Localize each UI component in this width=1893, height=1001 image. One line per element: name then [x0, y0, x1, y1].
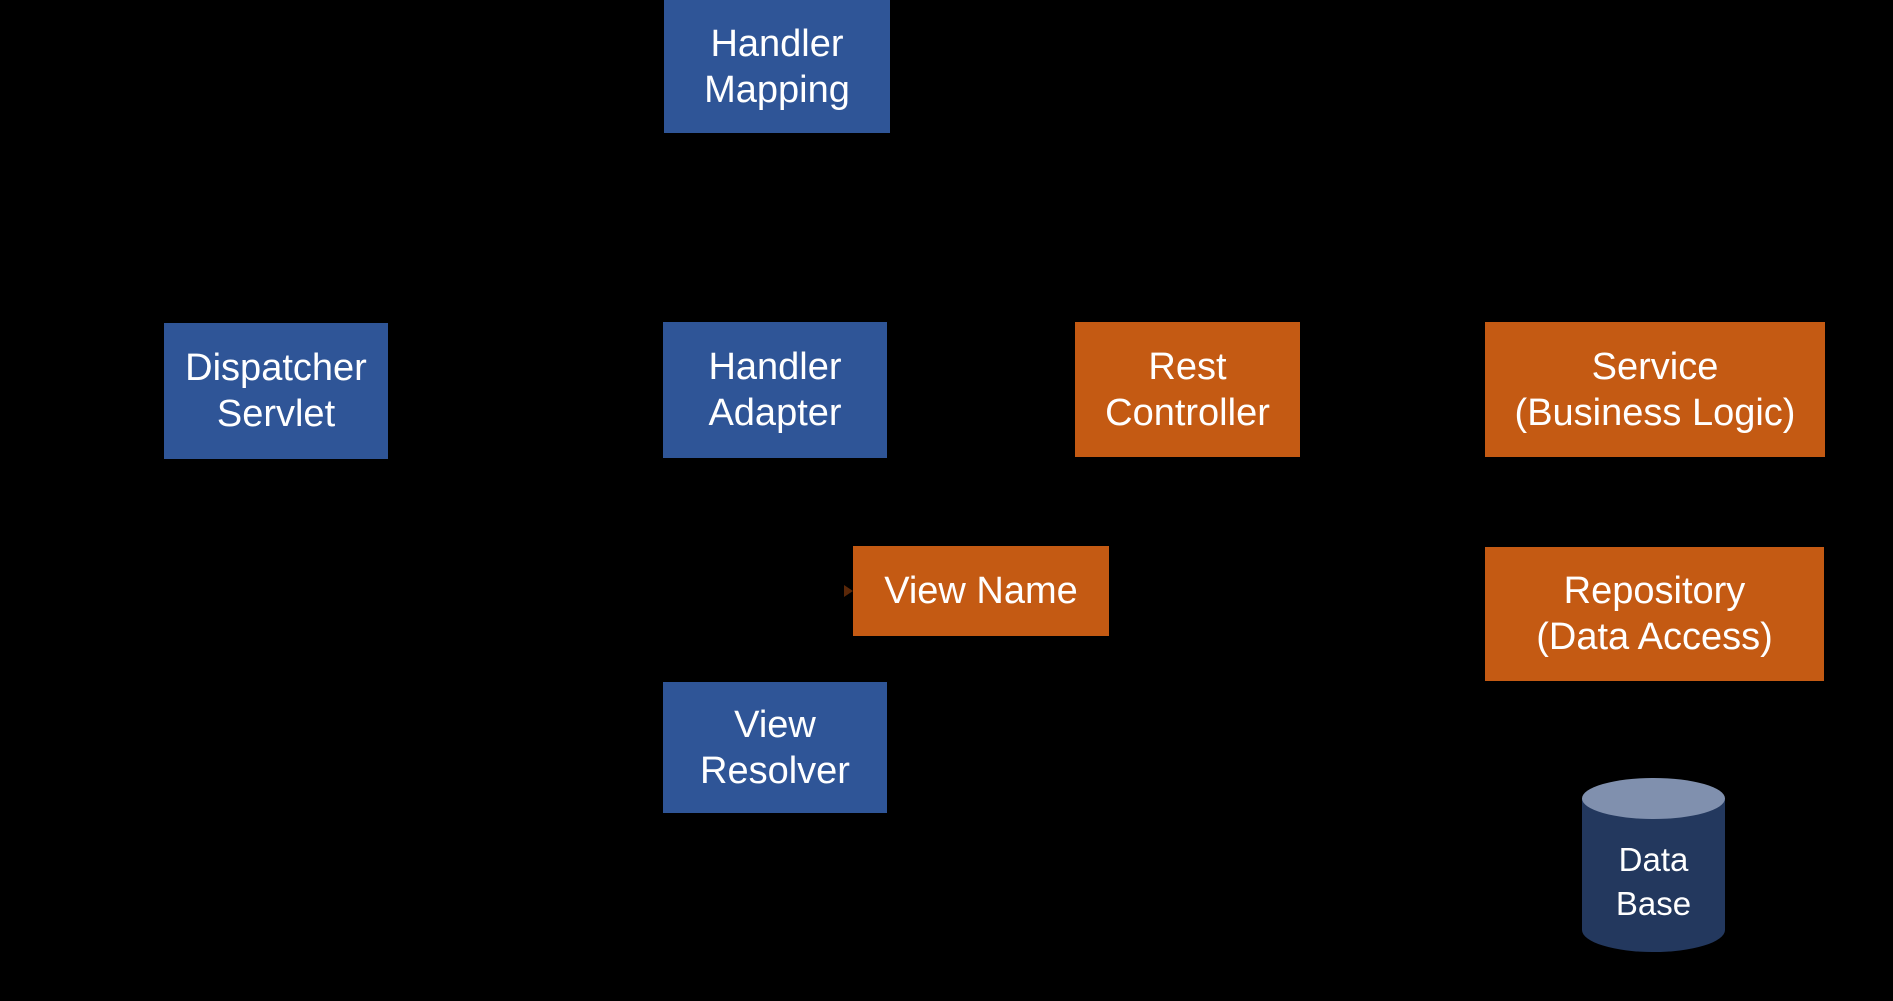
node-label-line: Base [1615, 884, 1692, 922]
node-label-line: Rest [1148, 345, 1227, 388]
node-label-line: View Name [884, 570, 1078, 612]
node-label-line: Adapter [708, 392, 842, 434]
node-label-line: Dispatcher [185, 347, 367, 389]
node-label-line: View [734, 703, 816, 746]
node-label-line: Servlet [216, 393, 336, 435]
node-label-line: Resolver [700, 749, 850, 792]
node-rest-controller: Rest Controller [1075, 322, 1300, 457]
node-handler-mapping: Handler Mapping [664, 0, 890, 133]
node-label-line: Repository [1563, 570, 1746, 612]
node-label-line: Controller [1105, 391, 1270, 434]
node-dispatcher-servlet: Dispatcher Servlet [164, 323, 388, 459]
database-cylinder-top-ellipse [1582, 778, 1725, 819]
node-view-resolver: View Resolver [663, 682, 887, 813]
node-label-line: Service [1591, 345, 1719, 388]
node-label-line: Mapping [704, 68, 850, 111]
node-label-line: (Data Access) [1536, 616, 1773, 658]
node-label-line: Handler [710, 22, 844, 65]
node-database-cylinder: Data Base [1582, 778, 1725, 952]
database-label: Data Base [1582, 819, 1725, 944]
node-view-name: View Name [853, 546, 1109, 636]
node-service: Service (Business Logic) [1485, 322, 1825, 457]
node-label-line: Data [1618, 840, 1689, 878]
arrowhead-remnant-icon [844, 585, 853, 597]
node-handler-adapter: Handler Adapter [663, 322, 887, 458]
node-label-line: (Business Logic) [1514, 391, 1796, 434]
node-label-line: Handler [708, 346, 842, 388]
node-repository: Repository (Data Access) [1485, 547, 1824, 681]
database-cylinder-body [1582, 798, 1725, 952]
